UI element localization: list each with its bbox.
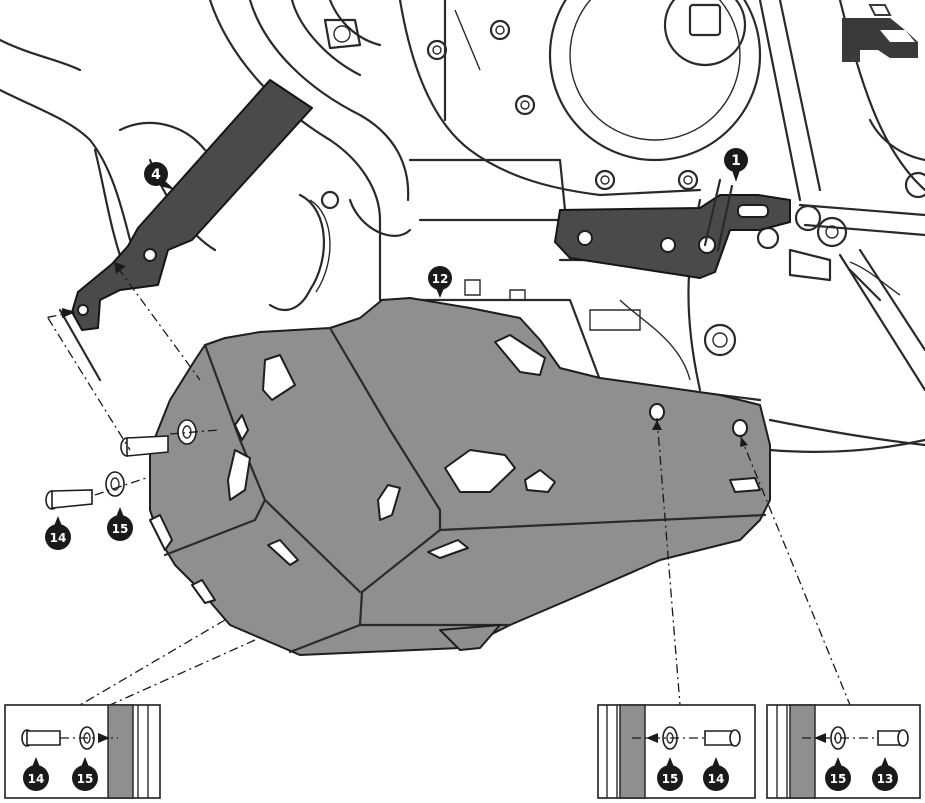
vent-cutout [191,579,216,604]
detail-box-middle: 15 14 [597,704,756,799]
callout-14-left: 14 [23,757,49,791]
callout-14-left-label: 14 [28,772,45,786]
callout-14-middle: 14 [703,757,729,791]
engine-bolt [514,94,536,116]
engine-bolt [594,169,616,191]
assembly-guide-lines [43,262,851,706]
callout-4: 4 [144,162,175,190]
callout-15-right: 15 [825,757,851,791]
vent-cutout [427,539,469,559]
vent-cutout [494,334,546,376]
callout-12: 12 [428,266,452,298]
mounting-bracket-1 [554,178,791,279]
mounting-bracket-4 [71,18,362,331]
detail-box-left: 14 15 [4,704,161,799]
callout-14-main-label: 14 [50,531,67,545]
vent-cutout [444,449,516,493]
vent-cutout [262,354,296,401]
vent-cutout [267,539,299,566]
vent-cutout [234,414,249,441]
detail-box-right: 15 13 [766,704,921,799]
callout-15-left: 15 [72,757,98,791]
engine-bolt [677,169,699,191]
vent-cutout [227,449,251,501]
callout-15-right-label: 15 [830,772,847,786]
callout-15-left-label: 15 [77,772,94,786]
skid-plate-12 [149,297,771,656]
callout-12-label: 12 [432,272,449,286]
washer-lower [105,471,125,497]
callout-1: 1 [724,148,748,182]
vent-cutout [524,469,556,493]
callout-14-main: 14 [45,516,71,550]
callout-15-middle: 15 [657,757,683,791]
callout-13-right: 13 [872,757,898,791]
mounting-hole [732,419,748,437]
callout-14-middle-label: 14 [708,772,725,786]
mounting-hole [649,403,665,421]
callout-13-right-label: 13 [877,772,894,786]
callout-1-label: 1 [731,153,741,169]
vent-cutout [149,514,173,551]
callout-15-middle-label: 15 [662,772,679,786]
engine-bolt [703,323,737,357]
engine-bolt [489,19,511,41]
engine-bolt [426,39,448,61]
vent-cutout [377,484,401,521]
callout-15-main: 15 [107,507,133,541]
engine-bolt [320,190,340,210]
screw-lower [45,489,93,510]
motorcycle-direction-icon [842,4,918,62]
callout-4-label: 4 [151,167,161,183]
vent-cutout [729,477,761,493]
callout-15-main-label: 15 [112,522,129,536]
screw-upper [120,435,169,457]
